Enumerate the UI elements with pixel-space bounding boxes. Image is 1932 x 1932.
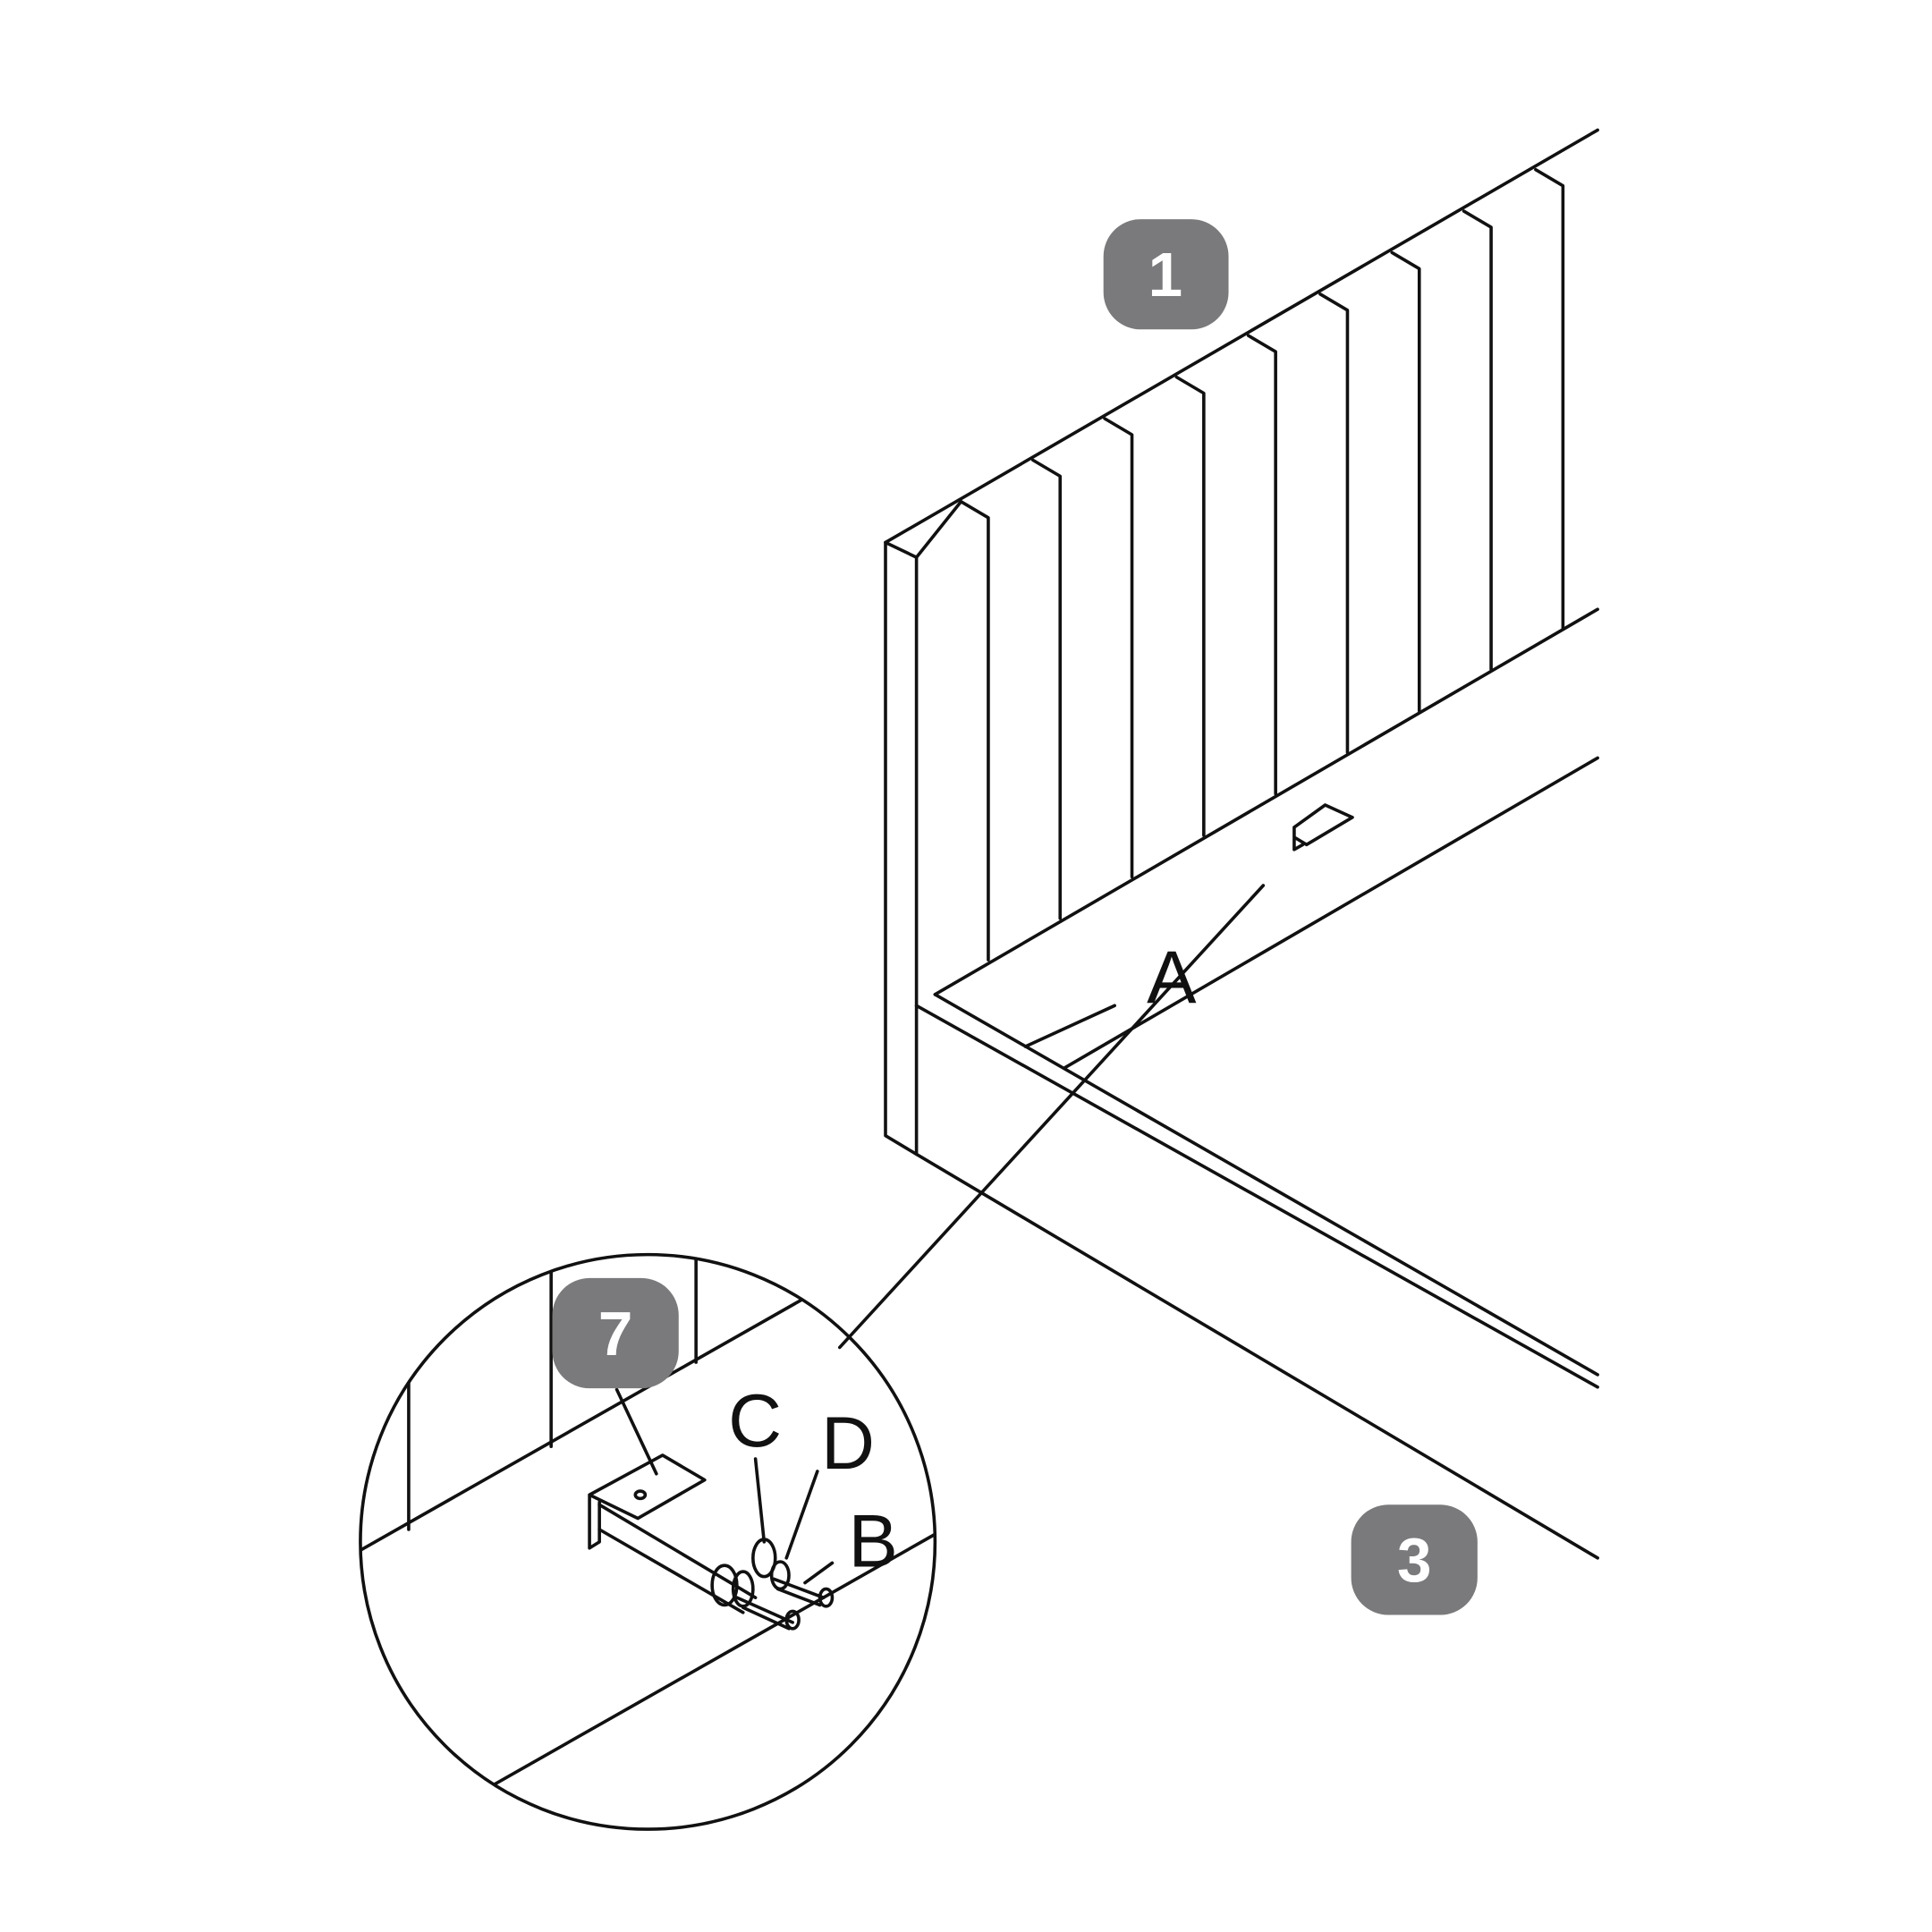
detail-magnifier: C D B: [359, 1252, 937, 1831]
label-d: D: [821, 1402, 875, 1485]
headboard-channel: [1462, 209, 1493, 672]
leader-c: [753, 1457, 767, 1544]
bracket: [588, 1453, 758, 1614]
headboard-channel: [1534, 167, 1565, 630]
label-c: C: [728, 1379, 782, 1462]
headboard: [884, 128, 1599, 1157]
side-rail: [914, 756, 1599, 1560]
svg-text:3: 3: [1397, 1525, 1432, 1595]
leader-d: [784, 1470, 819, 1560]
leader-b: [803, 1561, 835, 1585]
bolt-washer-nut-set: [710, 1538, 835, 1631]
headboard-channel: [1103, 417, 1134, 879]
label-b: B: [848, 1500, 897, 1583]
step-badge-3: 3: [1351, 1504, 1478, 1615]
headboard-channel: [1174, 375, 1206, 837]
headboard-channel: [1030, 458, 1063, 920]
step-badge-7: 7: [552, 1277, 679, 1389]
leader-7: [614, 1387, 658, 1476]
svg-text:1: 1: [1148, 240, 1183, 309]
step-badge-1: 1: [1103, 219, 1229, 330]
headboard-channel: [1246, 334, 1277, 796]
headboard-channel: [1390, 250, 1421, 713]
detail-leader-line: [837, 884, 1266, 1350]
svg-text:7: 7: [598, 1299, 632, 1368]
headboard-channel: [959, 499, 990, 962]
headboard-channel: [1318, 292, 1350, 754]
label-a: A: [1147, 936, 1197, 1020]
